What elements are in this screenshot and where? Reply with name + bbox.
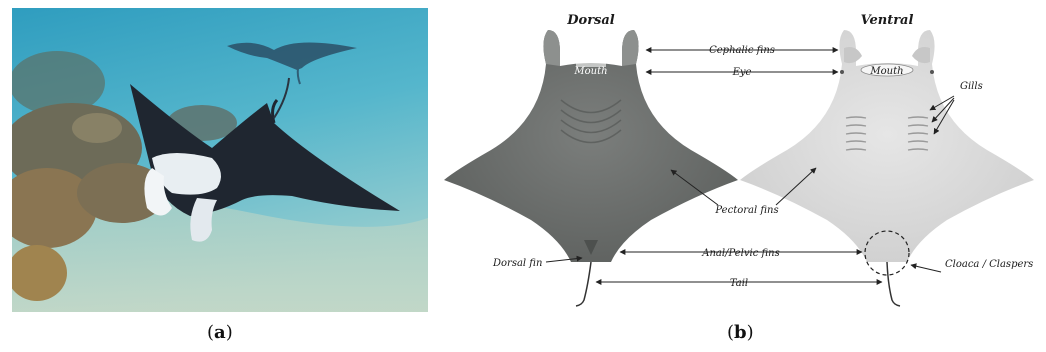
manta-ray-photo (12, 8, 428, 312)
label-gills: Gills (960, 81, 983, 92)
label-cloaca-claspers: Cloaca / Claspers (945, 259, 1033, 270)
label-cephalic-fins: Cephalic fins (709, 45, 775, 56)
caption-a-letter: a (214, 322, 226, 343)
label-pectoral-fins: Pectoral fins (714, 205, 778, 216)
caption-b-letter: b (734, 322, 747, 343)
label-eye: Eye (732, 67, 752, 78)
label-dorsal-fin: Dorsal fin (492, 258, 542, 269)
dorsal-right-cephalic-fin (622, 30, 639, 66)
caption-a: (a) (207, 322, 233, 343)
cloaca-arrow (911, 265, 941, 272)
ventral-right-cephalic-fin (912, 47, 930, 63)
manta-anatomy-diagram: Dorsal Ventral (436, 0, 1046, 320)
dorsal-tail-shape (576, 262, 591, 306)
label-anal-pelvic-fins: Anal/Pelvic fins (701, 248, 779, 259)
ventral-left-eye-shape (840, 70, 844, 74)
ventral-left-cephalic-fin (844, 47, 862, 63)
label-mouth-dorsal: Mouth (573, 66, 607, 77)
ventral-header: Ventral (861, 13, 914, 28)
dorsal-left-cephalic-fin (543, 30, 560, 66)
label-mouth-ventral: Mouth (869, 66, 903, 77)
label-tail: Tail (730, 278, 748, 289)
ventral-right-eye-shape (930, 70, 934, 74)
caption-b: (b) (727, 322, 754, 343)
dorsal-header: Dorsal (566, 13, 615, 28)
ventral-tail-shape (887, 262, 900, 306)
